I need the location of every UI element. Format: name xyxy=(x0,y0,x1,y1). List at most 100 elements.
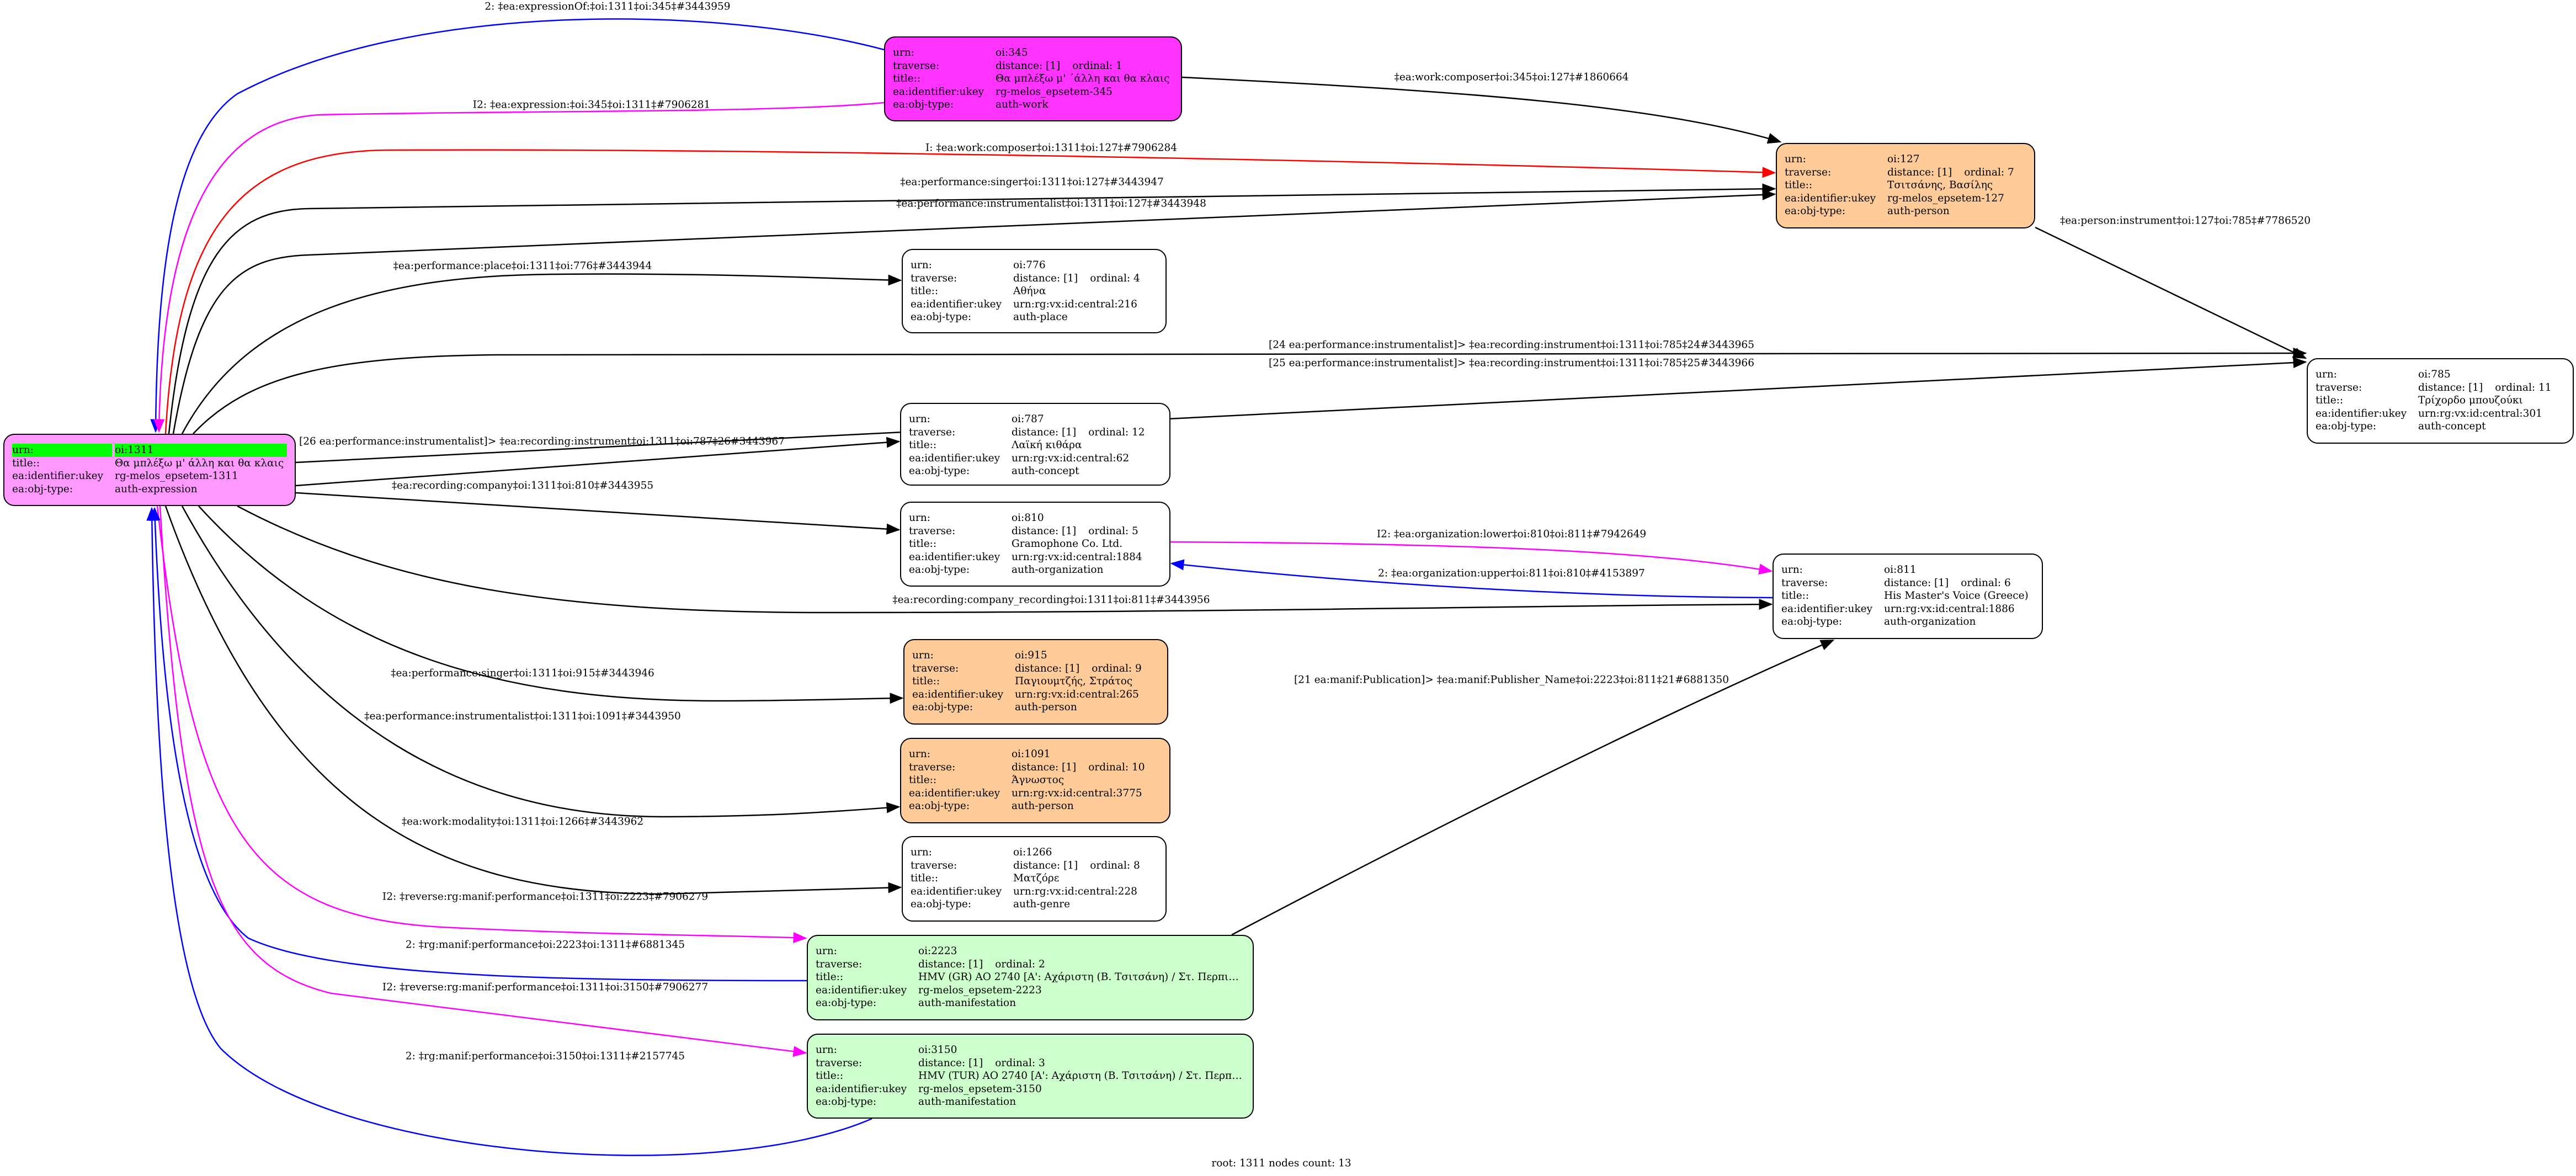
ordinal-value: ordinal: 4 xyxy=(1090,272,1140,284)
edge-label: [24 ea:performance:instrumentalist]> ‡ea… xyxy=(1269,339,1754,351)
node-row-objtype: ea:obj-type: auth-organization xyxy=(909,563,1162,577)
row-key: ea:obj-type: xyxy=(911,898,972,910)
node-row-objtype: ea:obj-type:auth-manifestation xyxy=(816,997,1245,1010)
row-key: ea:obj-type: xyxy=(909,465,970,477)
node-row-urn: urn:oi:127 xyxy=(1785,153,2026,166)
edge-1311-to-776 xyxy=(181,273,902,434)
node-row-objtype: ea:obj-type:auth-concept xyxy=(2316,420,2565,433)
edge-810-to-811 xyxy=(1170,541,1773,575)
distance-value: distance: [1] xyxy=(1884,577,1949,589)
ordinal-value: ordinal: 3 xyxy=(995,1057,1045,1069)
distance-value: distance: [1] xyxy=(996,60,1061,72)
row-key: title:: xyxy=(1785,179,1813,191)
row-key: ea:obj-type: xyxy=(909,564,970,576)
edge-345-to-1311 xyxy=(153,102,885,433)
ordinal-value: ordinal: 11 xyxy=(2495,381,2552,393)
node-row-urn: urn: oi:787 xyxy=(909,413,1162,426)
row-value-title: Gramophone Co. Ltd. xyxy=(1012,538,1123,550)
node-row-traverse: traverse:distance: [1]ordinal: 5 xyxy=(909,525,1162,538)
node-row-traverse: traverse:distance: [1]ordinal: 2 xyxy=(816,958,1245,971)
row-value-title: Θα μπλέξω μ' ΄άλλη και θα κλαις xyxy=(996,73,1170,84)
row-value-objtype: auth-person xyxy=(1015,701,1077,713)
row-key: ea:identifier:ukey xyxy=(2316,407,2407,419)
edge-label: 2: ‡rg:manif:performance‡oi:3150‡oi:1311… xyxy=(405,1050,685,1062)
edge-label: 2: ‡rg:manif:performance‡oi:2223‡oi:1311… xyxy=(405,939,685,951)
row-value-traverse: distance: [1]ordinal: 12 xyxy=(1012,426,1162,439)
row-value-ukey: rg-melos_epsetem-1311 xyxy=(115,470,238,482)
edge-1311-to-811 xyxy=(237,505,1773,614)
distance-value: distance: [1] xyxy=(1887,166,1952,178)
node-row-title: title::Λαϊκή κιθάρα xyxy=(909,439,1162,452)
row-value-ukey: urn:rg:vx:id:central:1884 xyxy=(1012,551,1142,563)
row-key: traverse: xyxy=(893,60,940,72)
row-key: urn: xyxy=(911,259,932,271)
row-key: title:: xyxy=(912,675,940,687)
edge-1311-to-810 xyxy=(295,492,901,535)
edge-1311-to-785 xyxy=(193,348,2307,434)
node-row-ukey: ea:identifier:ukey rg-melos_epsetem-1311 xyxy=(12,470,287,483)
node-row-title: title::Αθήνα xyxy=(911,285,1158,298)
row-key: ea:identifier:ukey xyxy=(911,298,1002,310)
row-value-ukey: rg-melos_epsetem-3150 xyxy=(918,1083,1042,1095)
node-row-urn: urn:oi:2223 xyxy=(816,945,1245,958)
edge-1311-to-1266 xyxy=(164,505,902,895)
node-row-title: title::HMV (TUR) AO 2740 [A': Αχάριστη (… xyxy=(816,1069,1245,1083)
edge-label: ‡ea:recording:company_recording‡oi:1311‡… xyxy=(892,594,1210,606)
row-key: title:: xyxy=(909,538,937,550)
row-value-objtype: auth-organization xyxy=(1012,564,1104,576)
node-row-urn: urn:oi:810 xyxy=(909,512,1162,525)
node-row-objtype: ea:obj-type:auth-expression xyxy=(12,483,287,496)
row-value-title: Ματζόρε xyxy=(1013,872,1060,884)
node-row-title: title::Τρίχορδο μπουζούκι xyxy=(2316,394,2565,407)
edge-label: ‡ea:performance:singer‡oi:1311‡oi:915‡#3… xyxy=(391,667,654,679)
row-value-traverse: distance: [1]ordinal: 11 xyxy=(2418,381,2565,395)
row-key: urn: xyxy=(909,413,930,425)
ordinal-value: ordinal: 9 xyxy=(1092,662,1142,674)
row-value-urn: oi:2223 xyxy=(918,945,957,957)
edge-label: I: ‡ea:work:composer‡oi:1311‡oi:127‡#790… xyxy=(925,142,1178,154)
row-key: ea:identifier:ukey xyxy=(1785,192,1876,204)
row-value-objtype: auth-person xyxy=(1012,800,1074,812)
row-value-urn: oi:787 xyxy=(1012,413,1044,425)
row-value-traverse: distance: [1]ordinal: 9 xyxy=(1015,662,1159,675)
row-value-title: HMV (GR) AO 2740 [A': Αχάριστη (Β. Τσιτσ… xyxy=(918,971,1245,983)
row-value-urn: oi:1091 xyxy=(1012,748,1051,760)
node-row-traverse: traverse:distance: [1]ordinal: 9 xyxy=(912,662,1159,675)
node-row-title: title::Άγνωστος xyxy=(909,774,1162,787)
row-key: ea:identifier:ukey xyxy=(12,470,104,482)
node-row-objtype: ea:obj-type:auth-concept xyxy=(909,465,1162,478)
row-value-ukey: rg-melos_epsetem-2223 xyxy=(918,984,1042,996)
row-key: urn: xyxy=(1781,564,1803,576)
node-row-urn: urn:oi:785 xyxy=(2316,368,2565,381)
ordinal-value: ordinal: 10 xyxy=(1088,761,1145,773)
row-value-urn: oi:785 xyxy=(2418,369,2451,380)
row-value-urn: oi:810 xyxy=(1012,512,1044,524)
node-row-objtype: ea:obj-type:auth-place xyxy=(911,311,1158,324)
row-key: traverse: xyxy=(1785,166,1832,178)
graph-footer: root: 1311 nodes count: 13 xyxy=(1211,1157,1351,1169)
row-value-traverse: distance: [1]ordinal: 6 xyxy=(1884,577,2034,590)
edge-1311-to-787 xyxy=(295,437,901,487)
node-row-traverse: traverse:distance: [1]ordinal: 8 xyxy=(911,859,1158,872)
edge-label: I2: ‡reverse:rg:manif:performance‡oi:131… xyxy=(382,891,709,903)
row-key: title:: xyxy=(909,439,937,451)
row-key: traverse: xyxy=(911,859,957,871)
row-key: ea:obj-type: xyxy=(893,99,954,110)
